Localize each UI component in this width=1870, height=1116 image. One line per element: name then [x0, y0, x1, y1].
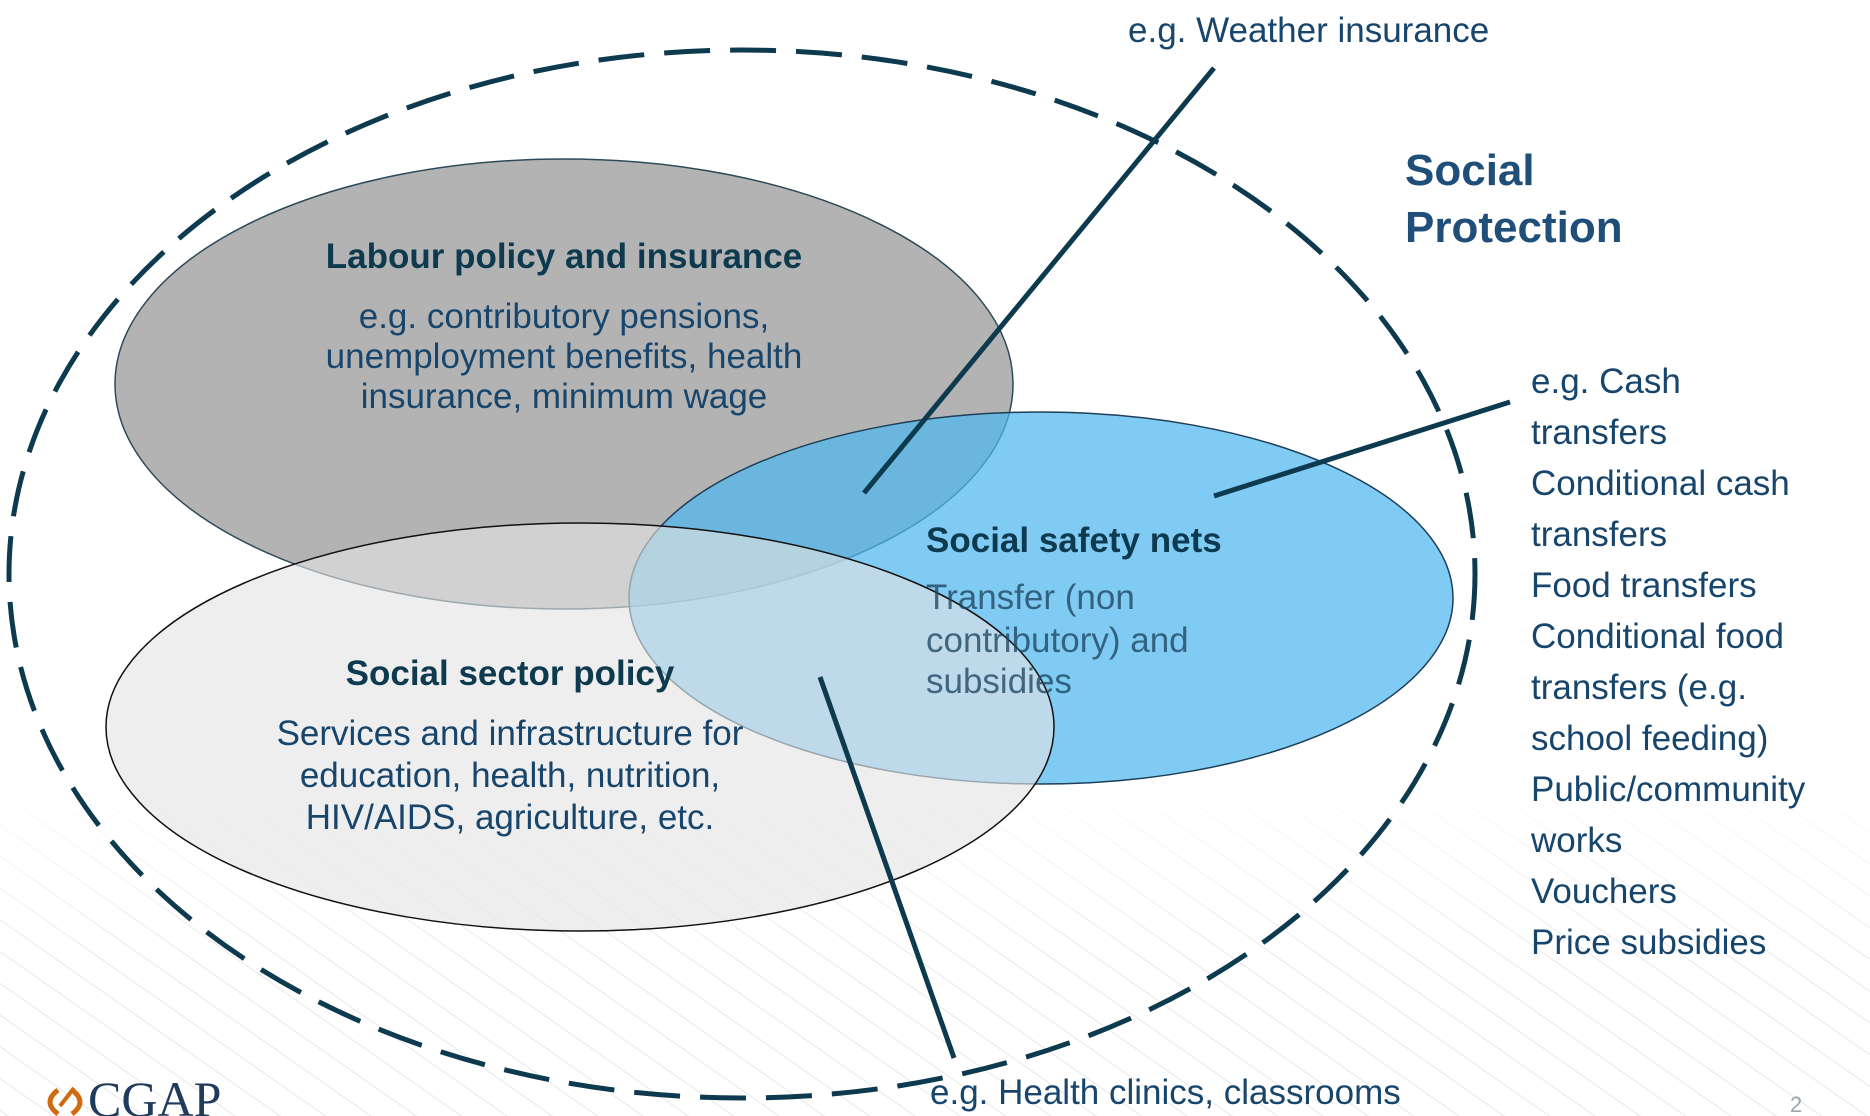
social-safety-nets-title: Social safety nets: [926, 521, 1222, 560]
callout-list-item: Vouchers: [1531, 872, 1677, 911]
cgap-logo-text: CGAP: [88, 1071, 221, 1116]
labour-policy-title: Labour policy and insurance: [326, 237, 802, 276]
social-sector-policy-ellipse: [105, 522, 1055, 932]
social-protection-title-line2: Protection: [1405, 203, 1623, 252]
callout-list-item: Food transfers: [1531, 566, 1757, 605]
callout-list-item: Price subsidies: [1531, 923, 1766, 962]
social-protection-title-line1: Social: [1405, 146, 1535, 195]
page-number: 2: [1790, 1092, 1802, 1116]
callout-list-item: transfers (e.g.: [1531, 668, 1747, 707]
social-sector-policy-line: HIV/AIDS, agriculture, etc.: [306, 798, 714, 837]
weather-callout-line: [862, 66, 1216, 495]
social-safety-nets-line: subsidies: [926, 662, 1072, 701]
cash-transfers-callout: e.g. Cash transfers Conditional cash tra…: [1530, 362, 1806, 962]
cgap-logo-mark-icon: [47, 1086, 83, 1116]
health-callout-line: [817, 676, 957, 1059]
callout-list-item: Conditional cash: [1531, 464, 1790, 503]
health-clinics-callout: e.g. Health clinics, classrooms: [930, 1073, 1401, 1112]
cash-callout-line: [1213, 399, 1511, 499]
weather-insurance-callout: e.g. Weather insurance: [1128, 11, 1489, 50]
social-sector-policy-line: Services and infrastructure for: [277, 714, 744, 753]
callout-list-item: transfers: [1531, 515, 1667, 554]
social-safety-nets-line: contributory) and: [926, 621, 1189, 660]
labour-policy-line: unemployment benefits, health: [326, 337, 803, 376]
cgap-logo: CGAP: [47, 1071, 221, 1116]
social-safety-nets-line: Transfer (non: [926, 578, 1135, 617]
social-protection-ellipse: [6, 47, 1478, 1101]
callout-list-item: works: [1530, 821, 1622, 860]
social-sector-policy-title: Social sector policy: [346, 654, 675, 693]
callout-list-item: Public/community: [1531, 770, 1806, 809]
labour-policy-line: e.g. contributory pensions,: [359, 297, 770, 336]
callout-list-item: school feeding): [1531, 719, 1768, 758]
callout-list-item: e.g. Cash: [1531, 362, 1681, 401]
labour-policy-line: insurance, minimum wage: [361, 377, 768, 416]
callout-list-item: transfers: [1531, 413, 1667, 452]
social-sector-policy-line: education, health, nutrition,: [300, 756, 720, 795]
callout-list-item: Conditional food: [1531, 617, 1784, 656]
